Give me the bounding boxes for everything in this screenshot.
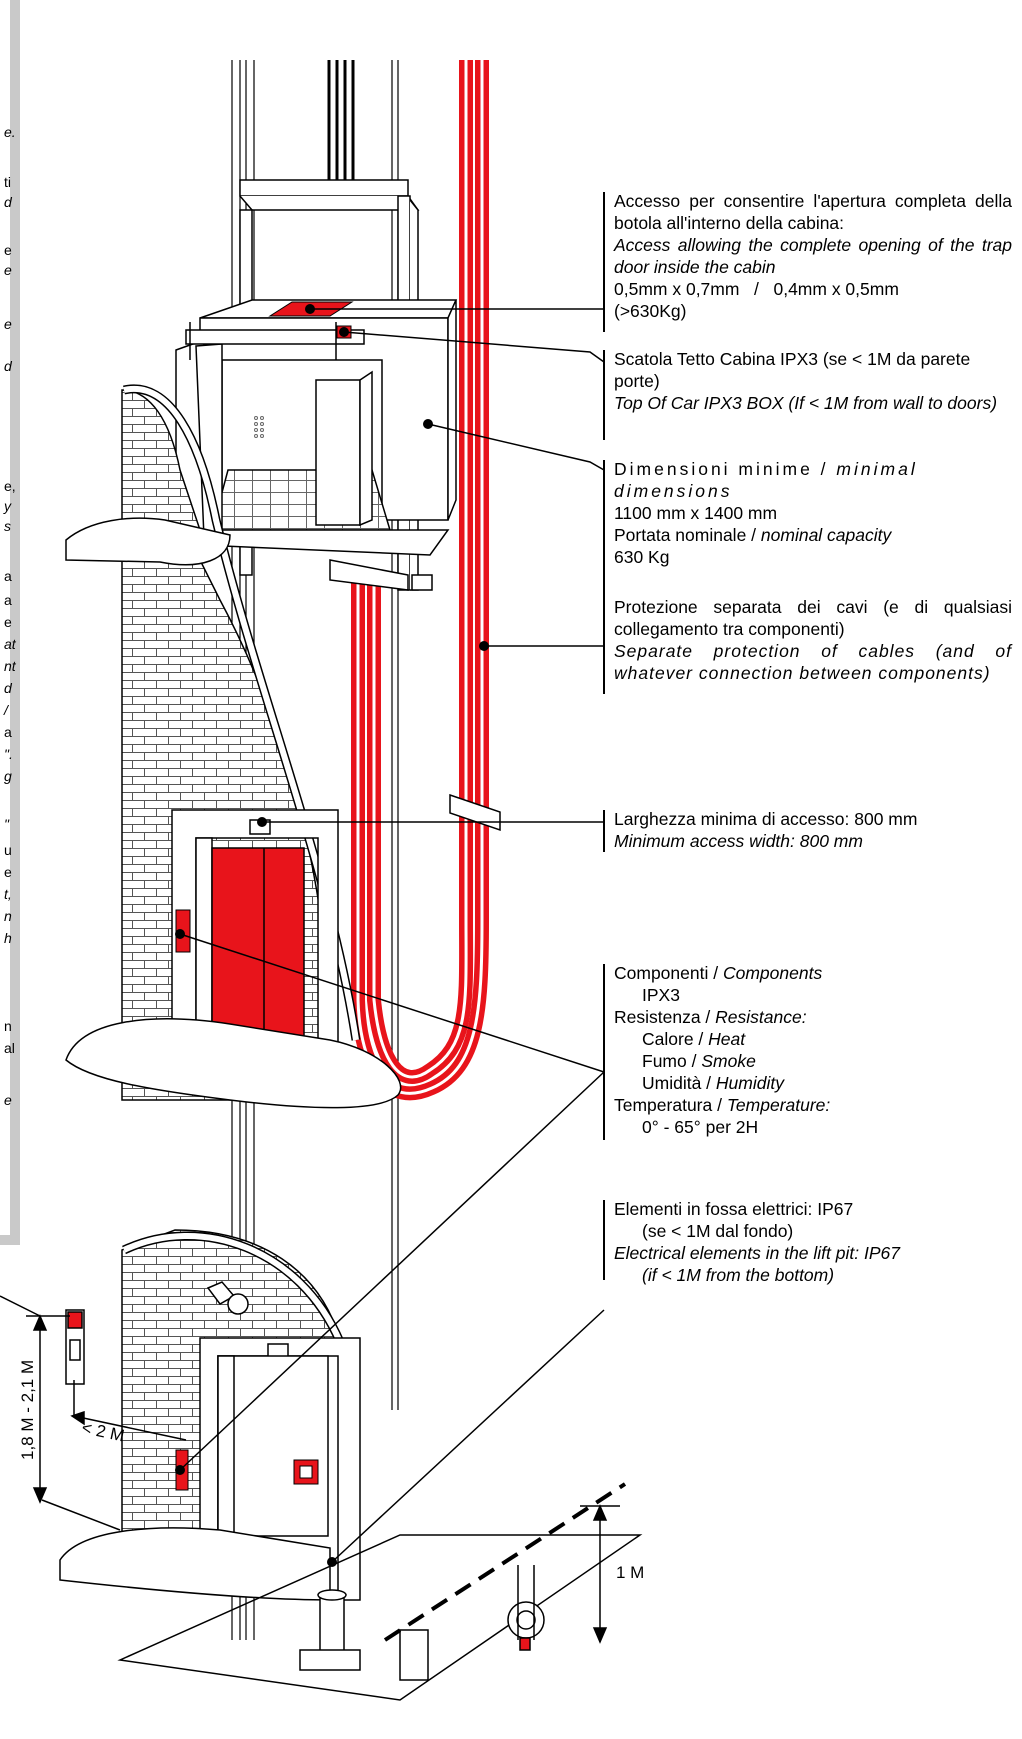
panel-text-fragment: n [4, 1018, 12, 1034]
smoke-en: Smoke [701, 1051, 756, 1071]
callout-dimensions: Dimensioni minime / minimal dimensions 1… [614, 458, 1012, 568]
panel-text-fragment: t, [4, 886, 12, 902]
height-range-label: 1,8 M - 2,1 M [18, 1359, 37, 1460]
panel-text-fragment: a [4, 724, 12, 740]
cables-en-text: Separate protection of cables (and of wh… [614, 641, 1012, 683]
callout-roof-box: Scatola Tetto Cabina IPX3 (se < 1M da pa… [614, 348, 1012, 414]
distance-dimensions [0, 1295, 187, 1531]
access-width-it-text: Larghezza minima di accesso: 800 mm [614, 809, 918, 829]
panel-text-fragment: " [4, 816, 9, 832]
lower-floor-slab [59, 1527, 331, 1601]
panel-text-fragment: a [4, 592, 12, 608]
pit-device [507, 1565, 545, 1651]
trapdoor-en-text: Access allowing the complete opening of … [614, 235, 1012, 277]
temperature-en: Temperature: [726, 1095, 831, 1115]
pit-height-dimension [580, 1504, 620, 1644]
callout-bar [603, 964, 605, 1140]
pit-it-sub: (se < 1M dal fondo) [642, 1221, 794, 1241]
components-label-it: Componenti / [614, 963, 719, 983]
panel-text-fragment: a [4, 568, 12, 584]
panel-text-fragment: e. [4, 124, 16, 140]
callout-trapdoor: Accesso per consentire l'apertura comple… [614, 190, 1012, 322]
panel-text-fragment: al [4, 1040, 15, 1056]
callout-pit: Elementi in fossa elettrici: IP67 (se < … [614, 1198, 1012, 1286]
temperature-it: Temperatura / [614, 1095, 722, 1115]
suspension-ropes [327, 60, 355, 210]
callout-bar [603, 460, 605, 606]
capacity-it: Portata nominale / [614, 525, 757, 545]
panel-text-fragment: e [4, 614, 12, 630]
callout-bar [603, 1200, 605, 1280]
panel-text-fragment: ti [4, 174, 11, 190]
camera-icon [206, 1281, 249, 1315]
roof-box-it-text: Scatola Tetto Cabina IPX3 (se < 1M da pa… [614, 349, 971, 391]
heat-it: Calore / [642, 1029, 704, 1049]
pit-en-text: Electrical elements in the lift pit: IP6… [614, 1243, 900, 1263]
panel-text-fragment: at [4, 636, 16, 652]
panel-text-fragment: nt [4, 658, 16, 674]
leader-lines [179, 308, 605, 1563]
panel-text-fragment: ". [4, 746, 13, 762]
callout-bar [603, 598, 605, 694]
landing-door-red [211, 847, 305, 1043]
panel-text-fragment: y [4, 498, 11, 514]
buffer [299, 1589, 429, 1681]
panel-text-fragment: e, [4, 478, 16, 494]
access-width-en-text: Minimum access width: 800 mm [614, 831, 863, 851]
lower-landing-door-frame [199, 1337, 361, 1601]
callout-bar [603, 192, 605, 332]
trapdoor-it-text: Accesso per consentire l'apertura comple… [614, 191, 1012, 233]
panel-text-fragment: e [4, 262, 12, 278]
heat-en: Heat [708, 1029, 746, 1049]
pit-it-text: Elementi in fossa elettrici: IP67 [614, 1199, 854, 1219]
panel-text-fragment: d [4, 194, 12, 210]
callout-components: Componenti / Components IPX3 Resistenza … [614, 962, 1012, 1138]
leader-dots [175, 304, 489, 1567]
panel-text-fragment: g [4, 768, 12, 784]
components-ipx: IPX3 [642, 985, 680, 1005]
humidity-it: Umidità / [642, 1073, 712, 1093]
panel-text-fragment: / [4, 702, 8, 718]
pit-en-sub: (if < 1M from the bottom) [642, 1265, 835, 1285]
humidity-en: Humidity [715, 1073, 784, 1093]
panel-text-fragment: e [4, 1092, 12, 1108]
resistance-it: Resistenza / [614, 1007, 711, 1027]
capacity-en: nominal capacity [760, 525, 892, 545]
capacity-value: 630 Kg [614, 547, 670, 567]
resistance-en: Resistance: [715, 1007, 807, 1027]
temperature-value: 0° - 65° per 2H [642, 1117, 759, 1137]
callout-bar [603, 350, 605, 440]
callout-bar [603, 810, 605, 852]
roof-box-en-text: Top Of Car IPX3 BOX (If < 1M from wall t… [614, 393, 998, 413]
dimensions-title-en: minimal dimensions [614, 459, 918, 501]
panel-text-fragment: e [4, 864, 12, 880]
components-label-en: Components [722, 963, 823, 983]
dimensions-size: 1100 mm x 1400 mm [614, 503, 778, 523]
dimensions-title-it: Dimensioni minime / [614, 459, 829, 479]
callout-cables: Protezione separata dei cavi (e di quals… [614, 596, 1012, 684]
panel-text-fragment: e [4, 316, 12, 332]
pit-height-label: 1 M [616, 1563, 645, 1582]
pit-1m-dashed-line [383, 1482, 627, 1642]
trapdoor-capacity: (>630Kg) [614, 301, 687, 321]
trapdoor-dims: 0,5mm x 0,7mm / 0,4mm x 0,5mm [614, 279, 899, 299]
side-text-panel: e. ti d e e e d e, y s a a e at nt d / a… [0, 0, 20, 1245]
panel-text-fragment: s [4, 518, 11, 534]
callout-access-width: Larghezza minima di accesso: 800 mm Mini… [614, 808, 1012, 852]
panel-text-fragment: h [4, 930, 12, 946]
upper-floor-slab [65, 1018, 402, 1109]
external-call-box [65, 1309, 85, 1385]
panel-text-fragment: n [4, 908, 12, 924]
panel-text-fragment: d [4, 358, 12, 374]
smoke-it: Fumo / [642, 1051, 697, 1071]
panel-text-fragment: d [4, 680, 12, 696]
cables-it-text: Protezione separata dei cavi (e di quals… [614, 597, 1012, 639]
panel-text-fragment: e [4, 242, 12, 258]
panel-text-fragment: u [4, 842, 12, 858]
pit-floor [117, 1534, 643, 1701]
